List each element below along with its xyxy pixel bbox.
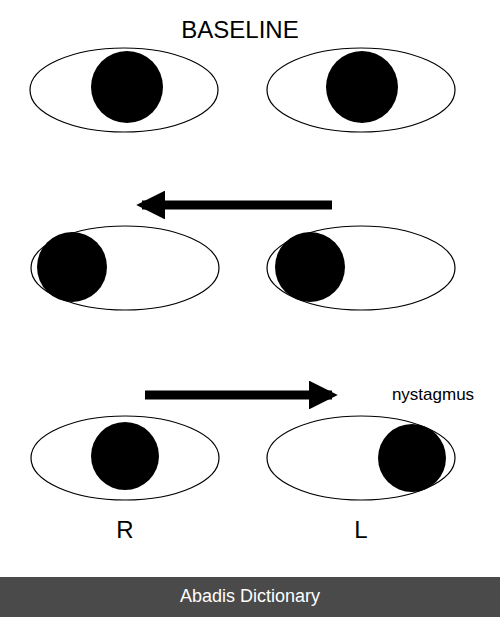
nystagmus-label: nystagmus bbox=[392, 386, 474, 405]
watermark: Abadis Dictionary bbox=[180, 587, 320, 607]
eye-side-label: L bbox=[354, 517, 367, 543]
left-arrow bbox=[142, 201, 332, 210]
eye-side-label: R bbox=[116, 517, 133, 543]
right-arrow bbox=[145, 391, 332, 400]
row-heading: BASELINE bbox=[181, 17, 298, 43]
pupils bbox=[37, 51, 446, 492]
eye-outlines bbox=[30, 48, 455, 500]
